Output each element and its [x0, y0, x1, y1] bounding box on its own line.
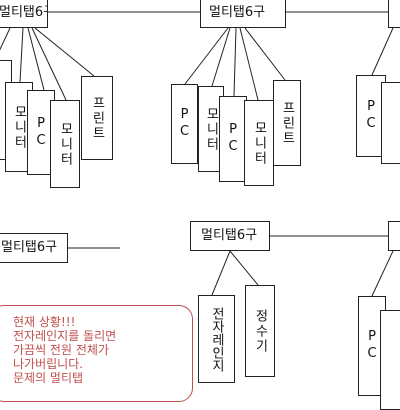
pc-box: PC: [171, 84, 198, 164]
connector-lines: [0, 11, 400, 297]
note-line: 문제의 멀티탭: [13, 371, 84, 385]
note-line: 가끔씩 전원 전체가: [13, 343, 109, 357]
pc-box: PC: [219, 96, 247, 182]
multitap-middle-center: 멀티탭6구: [190, 221, 270, 251]
multitap-middle-right: [388, 221, 400, 251]
water-purifier-box: 정수기: [245, 285, 275, 377]
monitor-box-right-edge: [380, 310, 400, 410]
note-line: 나가버립니다.: [13, 357, 84, 371]
multitap-top-center: 멀티탭6구: [200, 0, 286, 28]
multitap-top-left: 멀티탭6구: [0, 0, 48, 28]
multitap-top-right: [388, 0, 400, 28]
note-line: 현재 상황!!!: [13, 315, 76, 329]
printer-box: 프린트: [81, 76, 113, 160]
monitor-box-right-edge: [381, 82, 400, 164]
microwave-box: 전자레인지: [198, 295, 235, 383]
monitor-box: 모니터: [50, 100, 80, 188]
printer-box: 프린트: [273, 80, 301, 166]
status-note: 현재 상황!!! 전자레인지를 돌리면 가끔씩 전원 전체가 나가버립니다. 문…: [0, 305, 193, 402]
note-line: 전자레인지를 돌리면: [13, 329, 117, 343]
monitor-box: 모니터: [244, 100, 274, 186]
multitap-middle-left: 멀티탭6구: [0, 233, 68, 263]
